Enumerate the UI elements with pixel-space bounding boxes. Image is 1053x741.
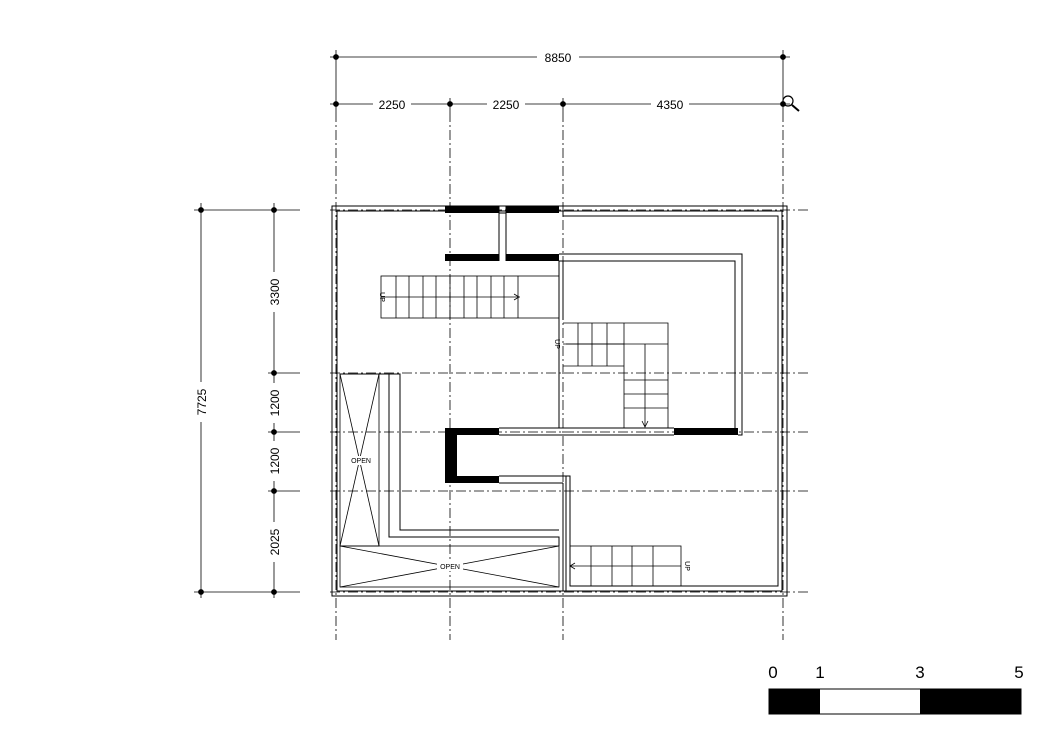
- outer-walls: [331, 205, 788, 597]
- magnifier-icon[interactable]: [782, 95, 800, 112]
- staircase-3: [569, 545, 682, 587]
- dim-top-segment-3: 4350: [657, 98, 684, 112]
- dim-top-segment-1: 2250: [379, 98, 406, 112]
- dim-left-segment-2: 1200: [268, 389, 282, 416]
- dim-left-overall: 7725: [195, 388, 209, 415]
- stair-label-up-1: UP: [378, 292, 385, 302]
- dim-left-segment-3: 1200: [268, 447, 282, 474]
- left-dimensions: [194, 203, 300, 598]
- scale-bar: [768, 688, 1022, 715]
- scale-tick-5: 5: [1014, 663, 1023, 682]
- scale-tick-0: 0: [768, 663, 777, 682]
- dim-left-segment-1: 3300: [268, 278, 282, 305]
- scale-tick-1: 1: [815, 663, 824, 682]
- staircase-2: [563, 322, 669, 428]
- grid-lines: [330, 112, 808, 640]
- inner-walls: [340, 205, 743, 591]
- scale-tick-3: 3: [915, 663, 924, 682]
- open-label-1: OPEN: [351, 458, 371, 465]
- stair-label-up-3: UP: [683, 561, 690, 571]
- dim-left-segment-4: 2025: [268, 528, 282, 555]
- open-label-2: OPEN: [440, 564, 460, 571]
- stair-label-up-2: UP: [553, 339, 560, 349]
- staircase-1: [380, 275, 560, 319]
- dim-top-segment-2: 2250: [493, 98, 520, 112]
- dim-top-overall: 8850: [545, 51, 572, 65]
- solid-walls: [445, 206, 738, 483]
